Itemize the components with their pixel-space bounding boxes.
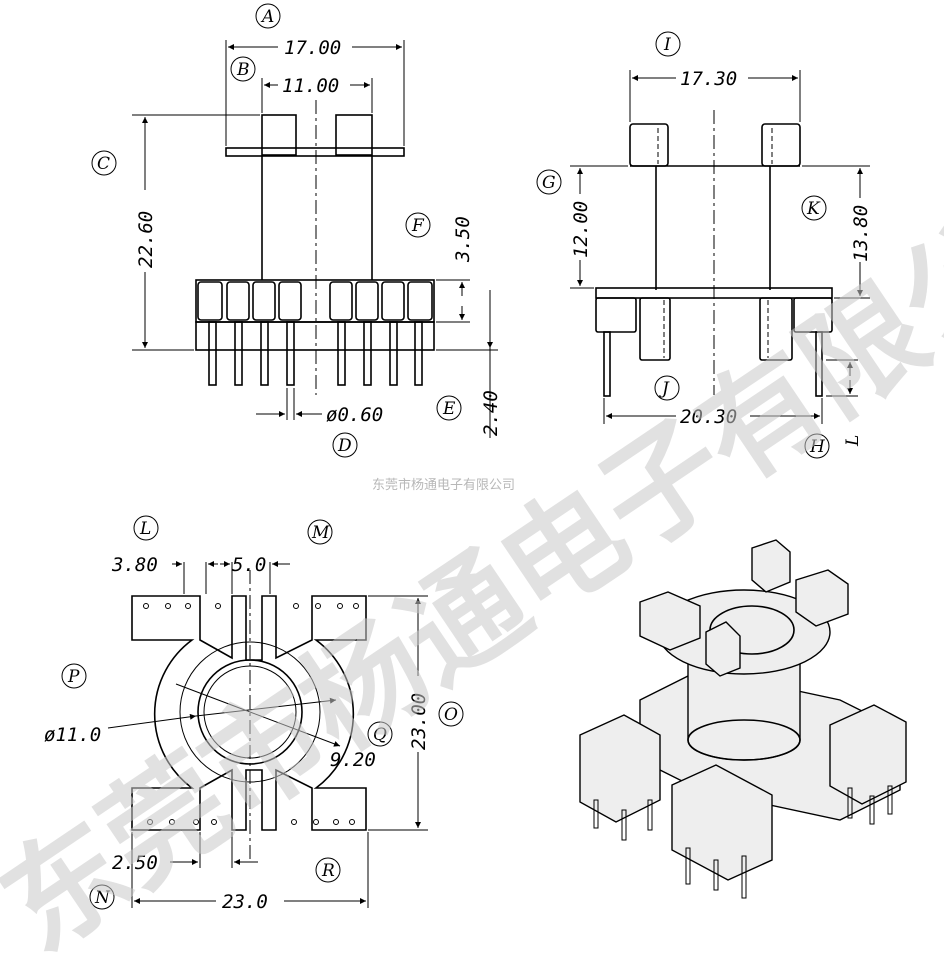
svg-text:P: P (67, 667, 80, 687)
front-base (195, 279, 435, 323)
iso-top-tab-rear (751, 539, 791, 593)
front-top-tab-right (335, 114, 373, 156)
side-pin-right (815, 331, 823, 397)
dim-o-value: 23.00 (408, 693, 430, 750)
front-letter-a: A (255, 3, 281, 29)
dim-bore-value: ø11.0 (44, 724, 101, 746)
front-pins (208, 321, 423, 386)
svg-text:L: L (139, 519, 151, 539)
bottom-outline (131, 595, 367, 831)
bottom-pin-holes-bottom (147, 819, 355, 825)
svg-text:R: R (321, 861, 335, 881)
dim-i-value: 17.30 (680, 68, 737, 90)
svg-text:A: A (260, 7, 274, 27)
side-view: 17.30 12.00 13.80 20.30 L I G K J H (536, 31, 872, 459)
iso-pins (593, 785, 893, 899)
side-letter-i: I (655, 31, 681, 57)
iso-pin-block-right (829, 704, 907, 805)
iso-pin-block-front (671, 764, 773, 881)
front-letter-f: F (405, 212, 431, 238)
side-top-tab-right (761, 123, 801, 167)
bottom-letter-n: N (89, 884, 115, 910)
dim-d-value: ø0.60 (326, 404, 383, 426)
svg-text:G: G (542, 173, 556, 193)
iso-top-tab-left (639, 591, 701, 651)
svg-text:B: B (236, 60, 250, 80)
svg-text:Q: Q (373, 725, 387, 745)
bottom-letter-o: O (438, 701, 464, 727)
svg-text:N: N (94, 888, 111, 908)
side-letter-j: J (654, 375, 680, 401)
dim-c-value: 22.60 (135, 211, 157, 268)
front-top-tab-left (261, 114, 297, 156)
front-letter-d: D (332, 432, 358, 458)
bottom-letter-l: L (133, 515, 159, 541)
side-top-tab-left (629, 123, 669, 167)
dim-g-value: 12.00 (570, 201, 592, 258)
front-letter-e: E (436, 395, 462, 421)
bottom-letter-p: P (61, 663, 87, 689)
dim-radius-value: 9.20 (330, 749, 376, 771)
iso-top-tab-front (705, 621, 741, 677)
front-pin-housings (197, 281, 433, 321)
bottom-pin-holes-top (143, 603, 359, 609)
dim-e-value: 2.40 (480, 390, 502, 436)
bottom-letter-q: Q (367, 721, 393, 747)
dim-pin-offset-value: 2.50 (112, 852, 158, 874)
side-letter-l: L (843, 435, 863, 447)
bottom-letter-r: R (315, 857, 341, 883)
svg-text:J: J (659, 379, 670, 399)
bottom-view: ø11.0 9.20 3.80 5.0 23.00 2.50 23.0 (44, 515, 464, 913)
iso-pin-block-left (579, 714, 661, 823)
isometric-view (579, 539, 907, 899)
dim-a-value: 17.00 (284, 37, 341, 59)
side-letter-g: G (536, 169, 562, 195)
front-letter-b: B (230, 56, 256, 82)
dim-base-width-value: 20.30 (680, 406, 737, 428)
front-letter-c: C (91, 150, 117, 176)
svg-text:C: C (97, 154, 110, 174)
svg-text:F: F (411, 216, 425, 236)
dim-b-value: 11.00 (282, 75, 339, 97)
dim-pitch-outer-value: 3.80 (111, 554, 158, 576)
bottom-letter-m: M (307, 519, 333, 545)
side-base (595, 287, 833, 299)
front-top-flange (225, 147, 405, 157)
side-letter-h: H (804, 433, 830, 459)
side-pin-left (603, 331, 611, 397)
svg-text:I: I (663, 35, 671, 55)
svg-text:M: M (311, 523, 330, 543)
dim-pitch-inner-value: 5.0 (232, 554, 266, 576)
side-letter-k: K (801, 195, 827, 221)
dim-k-value: 13.80 (850, 205, 872, 262)
company-watermark-small: 东莞市杨通电子有限公司 (372, 477, 515, 493)
iso-top-tab-right (795, 569, 849, 627)
svg-text:O: O (444, 705, 458, 725)
svg-text:K: K (806, 199, 821, 219)
dim-width-value: 23.0 (222, 891, 268, 913)
svg-text:D: D (337, 436, 352, 456)
svg-text:H: H (809, 437, 826, 457)
front-view: 17.00 11.00 22.60 3.50 2.40 ø0.60 A B C (91, 3, 502, 458)
dim-f-value: 3.50 (452, 216, 474, 263)
svg-text:E: E (442, 399, 456, 419)
